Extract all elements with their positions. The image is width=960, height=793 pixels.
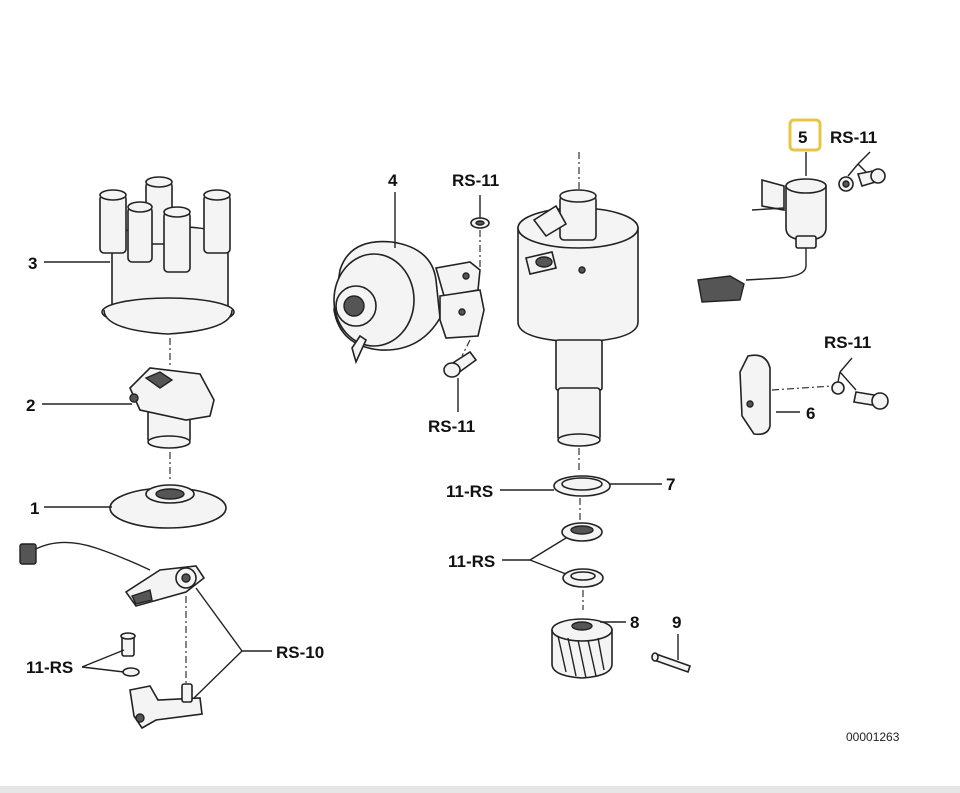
leader-rs11-right-mid (839, 357, 853, 373)
roll-pin[interactable] (651, 652, 692, 674)
axis-line (461, 339, 471, 357)
bracket-screw[interactable] (853, 391, 889, 410)
screw-vacuum[interactable] (443, 350, 478, 378)
callout-9[interactable]: 9 (672, 613, 681, 632)
distributor-body[interactable] (517, 189, 639, 447)
vacuum-advance-unit[interactable] (333, 240, 485, 365)
callout-rs11-right-mid[interactable]: RS-11 (824, 333, 871, 352)
rotor[interactable] (129, 367, 215, 449)
callout-rs10[interactable]: RS-10 (276, 643, 324, 662)
highlight-box-5 (788, 118, 822, 152)
axis-line (771, 385, 833, 391)
dust-shield[interactable] (109, 484, 227, 529)
leader-rs11-seal-2 (529, 559, 567, 575)
callout-7[interactable]: 7 (666, 475, 675, 494)
callout-rs11-under-screw[interactable]: RS-11 (428, 417, 475, 436)
leader-rs11-top-right (847, 163, 859, 177)
distributor-cap[interactable] (99, 176, 235, 335)
callout-2[interactable]: 2 (26, 396, 35, 415)
bracket-washer[interactable] (831, 381, 845, 395)
bracket[interactable] (739, 354, 771, 436)
callout-3[interactable]: 3 (28, 254, 37, 273)
bottom-scroll-strip (0, 786, 960, 793)
leader-rs11-lower-left (81, 666, 125, 673)
condenser-washer[interactable] (838, 176, 854, 192)
callout-4[interactable]: 4 (388, 171, 398, 190)
callout-5[interactable]: 5 (798, 128, 807, 147)
leader-rs11-right-mid (839, 371, 857, 391)
condenser-screw[interactable] (856, 168, 886, 187)
seal-ring-7[interactable] (553, 475, 611, 497)
callout-6[interactable]: 6 (806, 404, 815, 423)
contact-breaker-lead[interactable] (19, 541, 206, 607)
callout-rs11-seal-2[interactable]: 11-RS (448, 552, 495, 571)
leader-rs10 (195, 587, 243, 652)
shim-lower[interactable] (562, 568, 604, 588)
leader-rs11-seal-2 (529, 537, 567, 561)
callout-rs11-lower-left[interactable]: 11-RS (26, 658, 73, 677)
washer-small-top[interactable] (470, 217, 490, 229)
callout-1[interactable]: 1 (30, 499, 39, 518)
callout-8[interactable]: 8 (630, 613, 639, 632)
callout-rs11-top-mid[interactable]: RS-11 (452, 171, 499, 190)
screw-small[interactable] (120, 632, 140, 677)
contact-plate[interactable] (129, 683, 203, 730)
condenser[interactable] (697, 178, 827, 303)
drive-gear[interactable] (551, 618, 613, 679)
leader-rs11-lower-left (81, 649, 125, 668)
leader-rs11-top-right (857, 163, 867, 173)
diagram-reference-number: 00001263 (846, 730, 900, 744)
callout-rs11-top-right[interactable]: RS-11 (830, 128, 877, 147)
shim-upper[interactable] (561, 522, 603, 542)
leader-rs11-top-right (857, 151, 871, 165)
leader-rs11-right-mid (837, 371, 841, 383)
callout-rs11-seal-1[interactable]: 11-RS (446, 482, 493, 501)
leader-rs10 (193, 650, 243, 699)
